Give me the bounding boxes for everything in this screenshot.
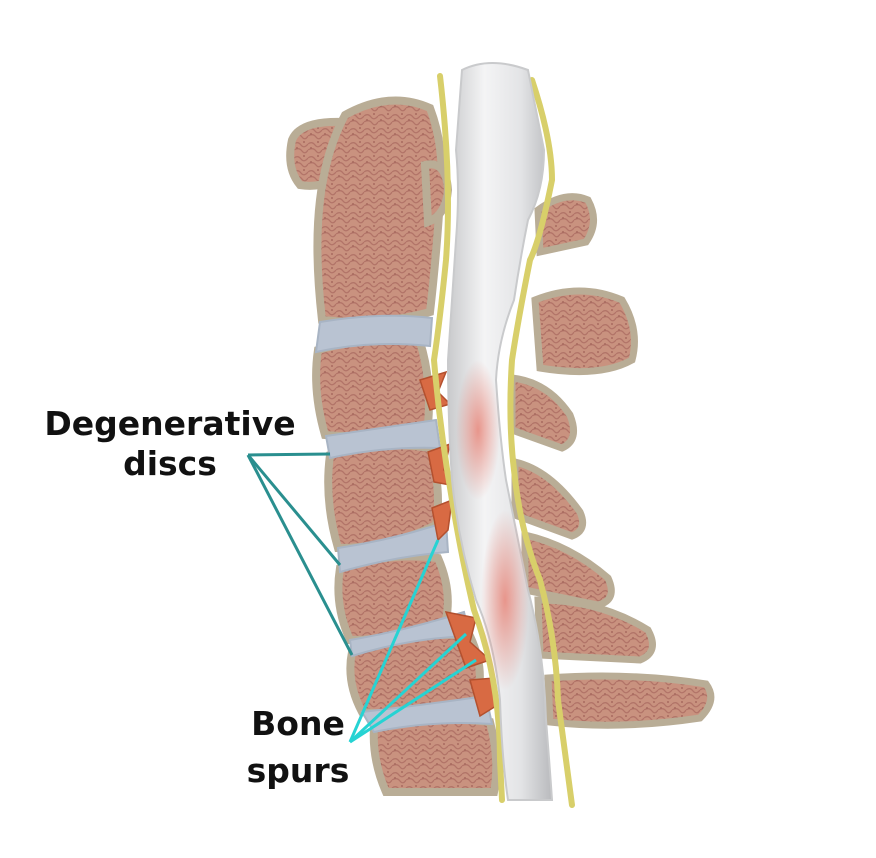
degenerative-label-line1: Degenerative xyxy=(44,404,295,443)
cord-compression-glow-lower xyxy=(481,510,529,690)
leader-lines-degenerative-discs xyxy=(246,452,354,656)
vertebral-bodies xyxy=(286,96,501,796)
bone-spur-lower-1 xyxy=(444,611,492,669)
bone-spurs-label-line2: spurs xyxy=(247,751,350,790)
disc-c2-c3 xyxy=(314,314,434,354)
dura-posterior-line xyxy=(507,77,575,808)
degenerative-label-line2: discs xyxy=(123,444,217,483)
leader-disc-1 xyxy=(247,452,331,457)
bone-spurs-label-line1: Bone xyxy=(251,704,345,743)
leader-lines-bone-spurs xyxy=(348,539,477,744)
vertebra-c2 xyxy=(313,96,446,326)
leader-spur-2 xyxy=(348,632,468,744)
spinous-process-c6 xyxy=(521,530,615,609)
vertebra-c3 xyxy=(312,335,433,441)
leader-disc-3 xyxy=(246,454,354,656)
bone-spur-middle-2 xyxy=(431,498,453,542)
bone-spurs xyxy=(419,370,497,718)
spinous-processes xyxy=(508,193,715,729)
leader-spur-3 xyxy=(349,658,477,744)
spinous-process-c3 xyxy=(531,287,638,376)
disc-c4-c5 xyxy=(336,520,450,574)
leader-disc-2 xyxy=(246,454,342,566)
cord-compression-glow-upper xyxy=(456,360,500,500)
spinous-process-c7 xyxy=(534,596,656,664)
spinous-process-c2 xyxy=(534,193,597,257)
spinal-cord xyxy=(446,62,554,801)
intervertebral-discs xyxy=(314,314,494,734)
vertebra-c7 xyxy=(369,715,501,796)
leader-spur-1 xyxy=(348,539,440,743)
spinous-process-c5 xyxy=(511,457,587,540)
spinous-process-t1 xyxy=(544,672,715,729)
spinous-process-c4 xyxy=(508,374,578,452)
